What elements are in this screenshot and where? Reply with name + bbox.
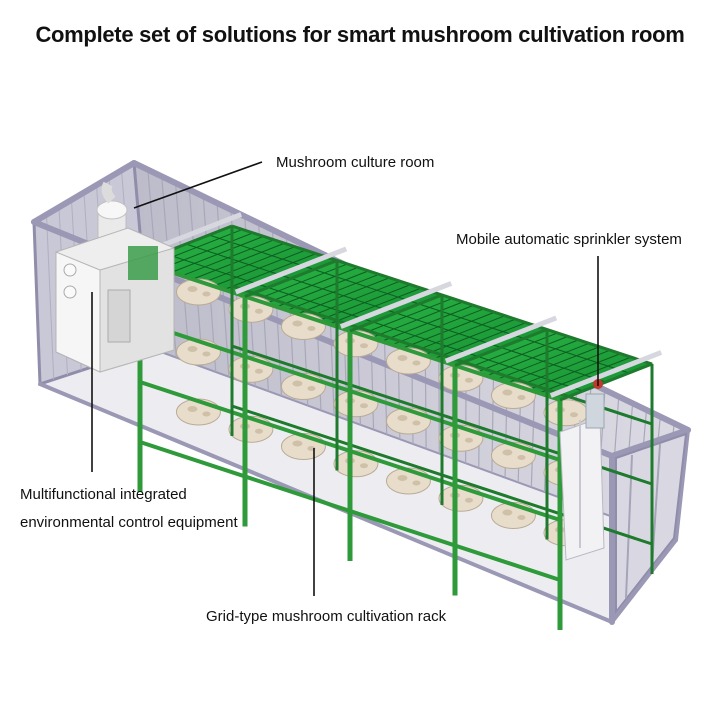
page-title: Complete set of solutions for smart mush… — [35, 22, 685, 47]
leader-culture-room — [133, 161, 263, 209]
callout-env-control-line2: environmental control equipment — [20, 514, 238, 531]
callout-env-control-line1: Multifunctional integrated — [20, 486, 187, 503]
callout-leader-lines — [91, 161, 599, 596]
callout-sprinkler-system: Mobile automatic sprinkler system — [456, 231, 682, 248]
callout-culture-room: Mushroom culture room — [276, 154, 435, 171]
callout-env-control: Multifunctional integrated environmental… — [20, 481, 300, 537]
sprinkler-unit — [559, 379, 605, 561]
environmental-control-unit — [55, 181, 175, 373]
callout-cultivation-rack: Grid-type mushroom cultivation rack — [206, 608, 447, 625]
